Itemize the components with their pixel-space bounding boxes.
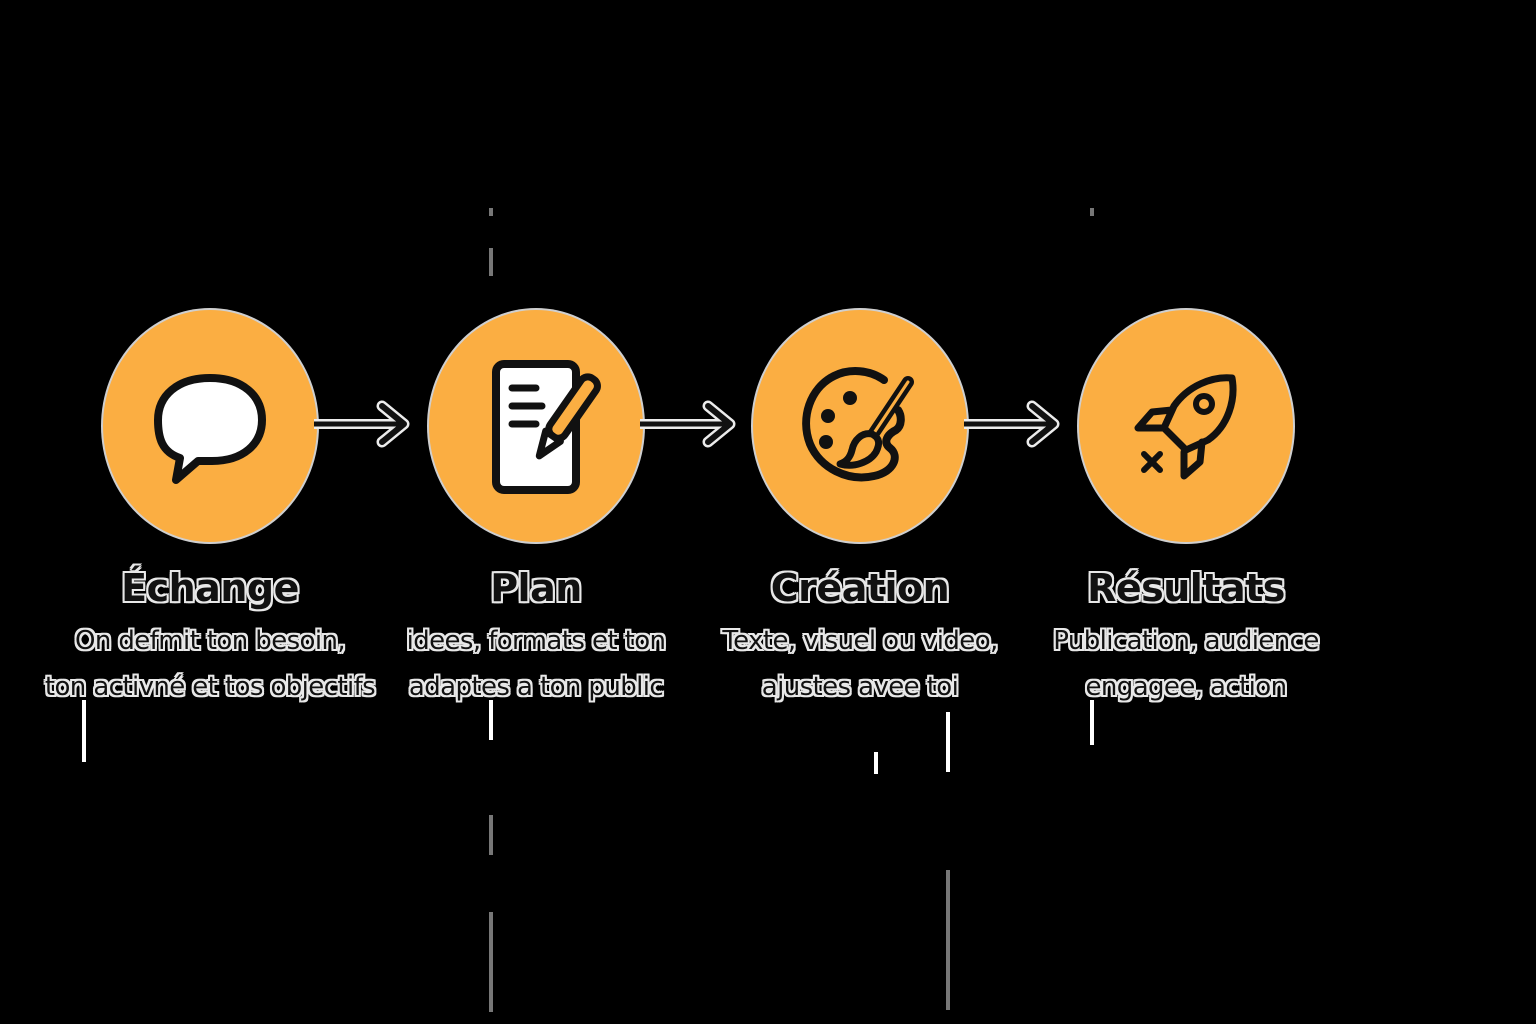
step-resultats: Résultats Publication, audience engagee,… — [1006, 310, 1366, 710]
decorative-speck — [1090, 700, 1094, 745]
connector-arrow — [962, 400, 1062, 448]
step-description-line: Texte, visuel ou video, — [722, 626, 998, 656]
decorative-speck — [874, 752, 878, 774]
step-circle — [1079, 310, 1293, 542]
step-description-line: adaptes a ton public — [408, 672, 664, 702]
decorative-speck — [82, 700, 86, 762]
step-title: Création — [770, 566, 950, 610]
step-description-line: Publication, audience — [1053, 626, 1319, 656]
step-description: Texte, visuel ou video, ajustes avee toi — [722, 618, 998, 710]
decorative-speck — [946, 870, 950, 1010]
arrow-right-icon — [314, 400, 410, 448]
step-creation: Création Texte, visuel ou video, ajustes… — [680, 310, 1040, 710]
document-pencil-icon — [492, 360, 601, 494]
step-echange: Échange On defmit ton besoin, ton activn… — [30, 310, 390, 710]
decorative-speck — [489, 208, 493, 216]
speech-bubble-icon — [154, 374, 266, 484]
step-description: On defmit ton besoin, ton activné et tos… — [44, 618, 376, 710]
step-circle — [753, 310, 967, 542]
decorative-speck — [489, 815, 493, 855]
decorative-speck — [489, 912, 493, 1012]
step-circle — [429, 310, 643, 542]
decorative-speck — [489, 248, 493, 276]
palette-brush-icon — [802, 367, 914, 482]
step-title: Plan — [490, 566, 582, 610]
step-title: Échange — [121, 566, 299, 610]
decorative-speck — [1090, 208, 1094, 216]
arrow-right-icon — [640, 400, 736, 448]
decorative-speck — [489, 700, 493, 740]
step-description-line: engagee, action — [1085, 672, 1288, 702]
step-plan: Plan idees, formats et ton adaptes a ton… — [356, 310, 716, 710]
step-description: Publication, audience engagee, action — [1053, 618, 1319, 710]
connector-arrow — [312, 400, 412, 448]
step-description: idees, formats et ton adaptes a ton publ… — [407, 618, 666, 710]
step-description-line: idees, formats et ton — [406, 626, 666, 656]
rocket-icon — [1134, 374, 1237, 480]
arrow-right-icon — [964, 400, 1060, 448]
step-circle — [103, 310, 317, 542]
step-description-line: ton activné et tos objectifs — [44, 672, 376, 702]
step-description-line: On defmit ton besoin, — [74, 626, 346, 656]
decorative-speck — [946, 712, 950, 772]
step-description-line: ajustes avee toi — [761, 672, 959, 702]
connector-arrow — [638, 400, 738, 448]
step-title: Résultats — [1087, 566, 1285, 610]
